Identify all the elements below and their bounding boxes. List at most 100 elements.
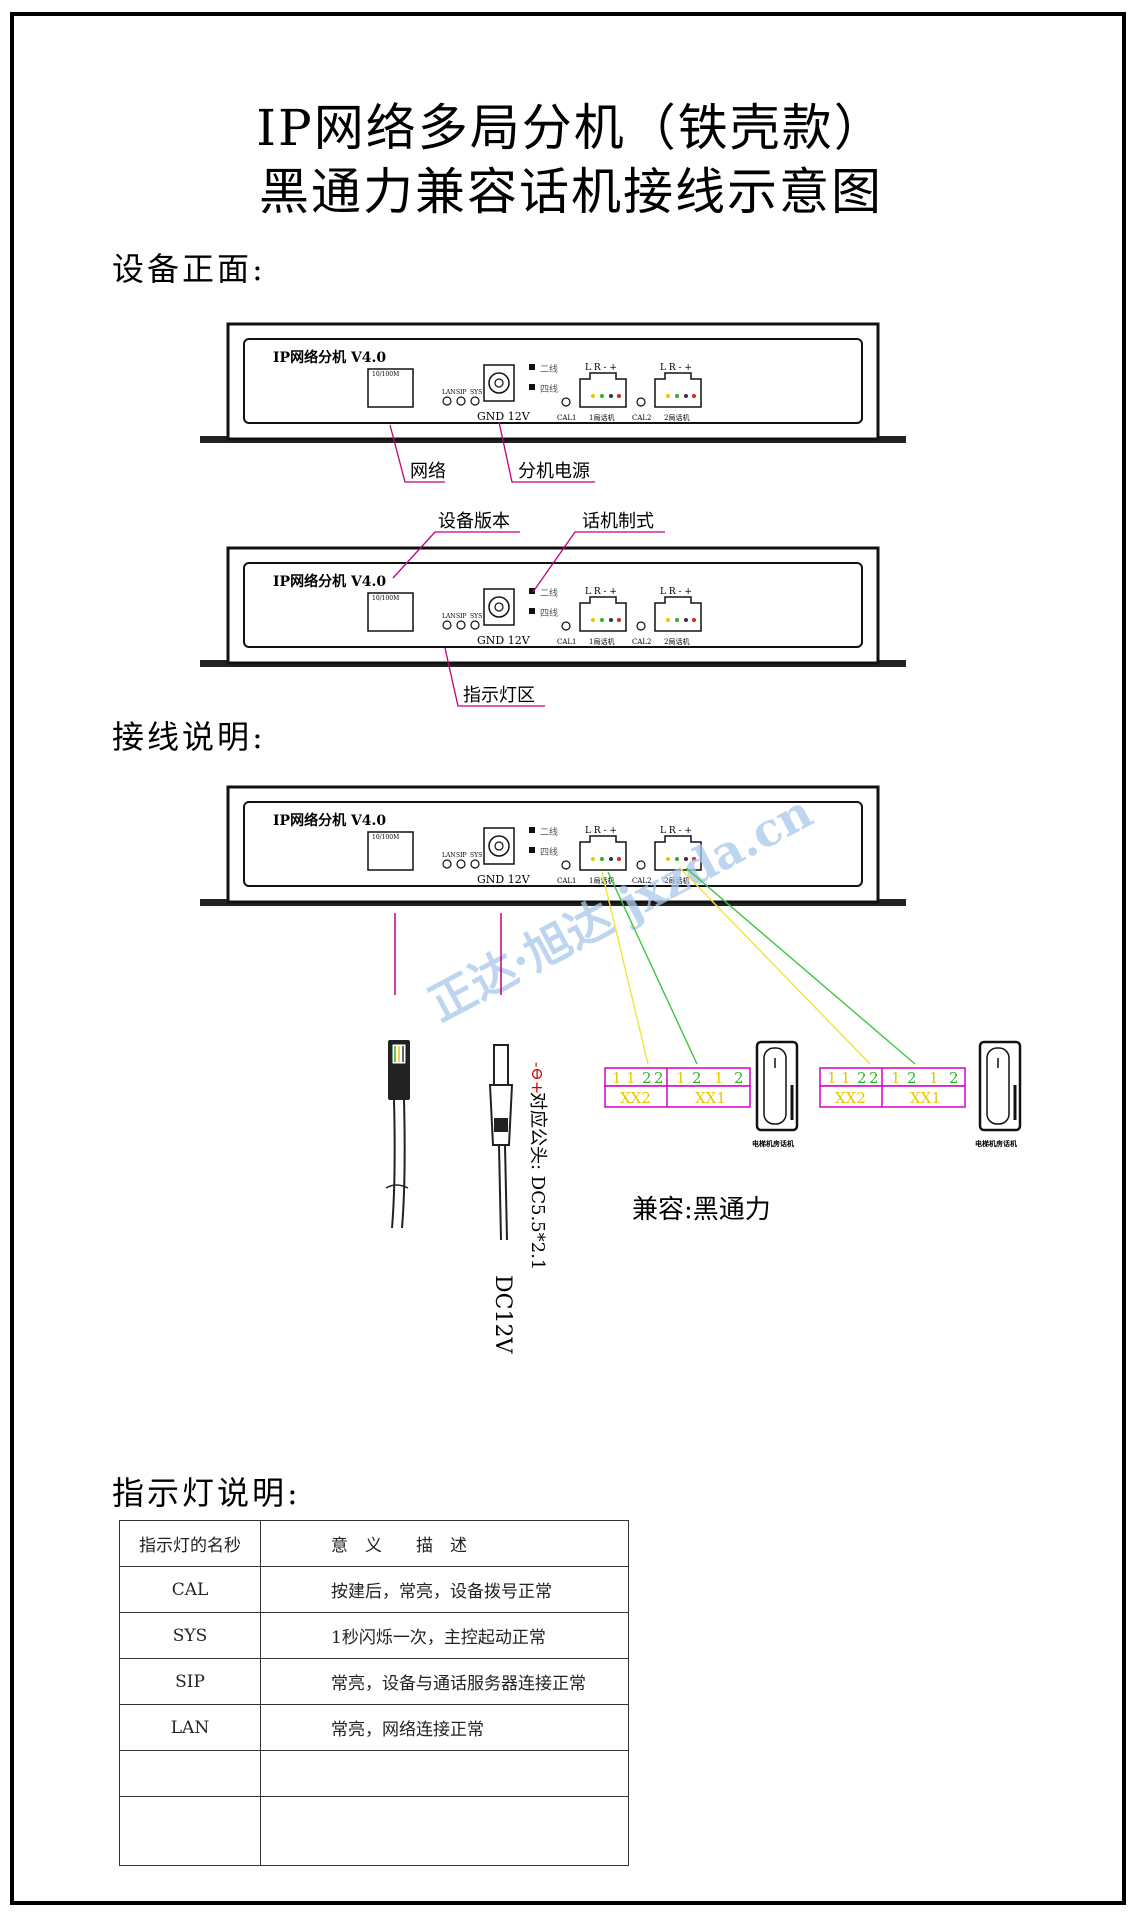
table-cell-name: CAL xyxy=(119,1566,261,1613)
led-label-sys: SYS xyxy=(470,613,482,620)
device-model-label: IP网络分机 V4.0 xyxy=(273,349,386,366)
table-cell-name xyxy=(119,1750,261,1797)
terminal-xx1-label: XX1 xyxy=(910,1089,941,1107)
table-cell-name: SIP xyxy=(119,1658,261,1705)
table-cell-desc: 1秒闪烁一次，主控起动正常 xyxy=(260,1612,629,1659)
page-border xyxy=(10,12,1126,1905)
terminal-num: 2 xyxy=(654,1069,664,1087)
table-row xyxy=(119,1750,629,1797)
led-label-sys: SYS xyxy=(470,852,482,859)
table-cell-desc: 常亮，网络连接正常 xyxy=(260,1704,629,1751)
callout-power-label: 分机电源 xyxy=(518,461,590,482)
table-cell-desc xyxy=(260,1750,629,1797)
terminal-num: 1 xyxy=(714,1069,724,1087)
terminal-num: 1 xyxy=(676,1069,686,1087)
cal2-label: CAL2 xyxy=(632,877,652,885)
table-cell-desc: 按建后，常亮，设备拨号正常 xyxy=(260,1566,629,1613)
polarity-icon: -⊖+ xyxy=(528,1062,547,1094)
port1-pins-label: L R - + xyxy=(585,587,617,597)
callout-network-label: 网络 xyxy=(410,461,446,482)
led-label-sys: SYS xyxy=(470,389,482,396)
port1-pins-label: L R - + xyxy=(585,826,617,836)
rj45-plug-icon xyxy=(385,1040,410,1229)
page-title-line1: IP网络多局分机（铁壳款） xyxy=(256,99,886,157)
table-cell-name: SYS xyxy=(119,1612,261,1659)
terminal-num: 2 xyxy=(869,1069,879,1087)
mode-two-wire-label: 二线 xyxy=(540,363,558,375)
terminal-num: 2 xyxy=(949,1069,959,1087)
callout-network: 网络 xyxy=(389,424,446,483)
table-row xyxy=(119,1796,629,1866)
device-front-3: IP网络分机 V4.0 10/100M LAN SIP SYS GND 12V … xyxy=(198,785,908,908)
device-model-label: IP网络分机 V4.0 xyxy=(273,573,386,590)
cal2-label: CAL2 xyxy=(632,638,652,646)
power-label: GND 12V xyxy=(477,634,531,647)
callout-indicator-area: 指示灯区 xyxy=(444,647,545,707)
phone1-label: 1局话机 xyxy=(589,413,614,422)
phone1-label: 1局话机 xyxy=(589,876,614,885)
handset-icon-1: 电梯机房话机 xyxy=(752,1040,799,1148)
port-speed-label: 10/100M xyxy=(372,595,399,602)
power-plug-spec: 对应公头: DC5.5*2.1 xyxy=(527,1092,548,1270)
table-row: CAL 按建后，常亮，设备拨号正常 xyxy=(119,1566,629,1613)
phone2-label: 2局话机 xyxy=(664,413,689,422)
terminal-num: 2 xyxy=(907,1069,917,1087)
table-cell-desc xyxy=(260,1796,629,1866)
cal1-label: CAL1 xyxy=(557,638,577,646)
section-wiring-heading: 接线说明: xyxy=(112,718,266,756)
terminal-num: 2 xyxy=(692,1069,702,1087)
cal2-label: CAL2 xyxy=(632,414,652,422)
mode-four-wire-label: 四线 xyxy=(540,846,558,858)
terminal-num: 1 xyxy=(827,1069,837,1087)
section-indicator-heading: 指示灯说明: xyxy=(112,1474,301,1512)
table-cell-name: LAN xyxy=(119,1704,261,1751)
power-voltage-label: DC12V xyxy=(490,1275,515,1354)
phone1-label: 1局话机 xyxy=(589,637,614,646)
table-cell-desc: 常亮，设备与通话服务器连接正常 xyxy=(260,1658,629,1705)
page-title-line2: 黑通力兼容话机接线示意图 xyxy=(259,163,883,221)
cal1-label: CAL1 xyxy=(557,414,577,422)
table-cell-name xyxy=(119,1796,261,1866)
led-label-sip: SIP xyxy=(456,613,467,620)
led-label-sip: SIP xyxy=(456,389,467,396)
section-front-heading: 设备正面: xyxy=(112,250,266,288)
terminal-block-1: 1 1 2 2 1 2 1 2 XX2 XX1 xyxy=(604,1067,751,1108)
port-speed-label: 10/100M xyxy=(372,834,399,841)
callout-phone-mode: 话机制式 xyxy=(532,511,665,593)
dc-plug-icon xyxy=(488,1044,514,1241)
terminal-num: 1 xyxy=(891,1069,901,1087)
indicator-table: 指示灯的名秒 意 义 描 述 CAL 按建后，常亮，设备拨号正常 SYS 1秒闪… xyxy=(119,1520,629,1866)
compat-label: 兼容:黑通力 xyxy=(632,1195,771,1225)
table-row: LAN 常亮，网络连接正常 xyxy=(119,1704,629,1751)
table-row: SYS 1秒闪烁一次，主控起动正常 xyxy=(119,1612,629,1659)
port2-pins-label: L R - + xyxy=(660,363,692,373)
terminal-num: 2 xyxy=(734,1069,744,1087)
table-header-cell: 意 义 描 述 xyxy=(260,1520,629,1567)
callout-version: 设备版本 xyxy=(392,511,520,579)
terminal-block-2: 1 1 2 2 1 2 1 2 XX2 XX1 xyxy=(819,1067,966,1108)
port-speed-label: 10/100M xyxy=(372,371,399,378)
terminal-xx2-label: XX2 xyxy=(835,1089,866,1107)
terminal-num: 1 xyxy=(929,1069,939,1087)
led-label-lan: LAN xyxy=(442,852,456,859)
terminal-num: 2 xyxy=(857,1069,867,1087)
terminal-num: 2 xyxy=(642,1069,652,1087)
mode-two-wire-label: 二线 xyxy=(540,826,558,838)
port2-pins-label: L R - + xyxy=(660,587,692,597)
callout-indicator-area-label: 指示灯区 xyxy=(463,685,535,706)
led-label-sip: SIP xyxy=(456,852,467,859)
handset-label: 电梯机房话机 xyxy=(752,1139,794,1148)
callout-version-label: 设备版本 xyxy=(438,511,510,532)
port1-pins-label: L R - + xyxy=(585,363,617,373)
power-label: GND 12V xyxy=(477,410,531,423)
terminal-xx1-label: XX1 xyxy=(695,1089,726,1107)
port2-pins-label: L R - + xyxy=(660,826,692,836)
mode-two-wire-label: 二线 xyxy=(540,587,558,599)
device-front-1: IP网络分机 V4.0 10/100M LAN SIP SYS GND 12V … xyxy=(198,322,908,445)
device-front-2: IP网络分机 V4.0 10/100M LAN SIP SYS GND 12V … xyxy=(198,546,908,669)
terminal-num: 1 xyxy=(612,1069,622,1087)
callout-phone-mode-label: 话机制式 xyxy=(582,511,654,532)
table-row: SIP 常亮，设备与通话服务器连接正常 xyxy=(119,1658,629,1705)
terminal-xx2-label: XX2 xyxy=(620,1089,651,1107)
